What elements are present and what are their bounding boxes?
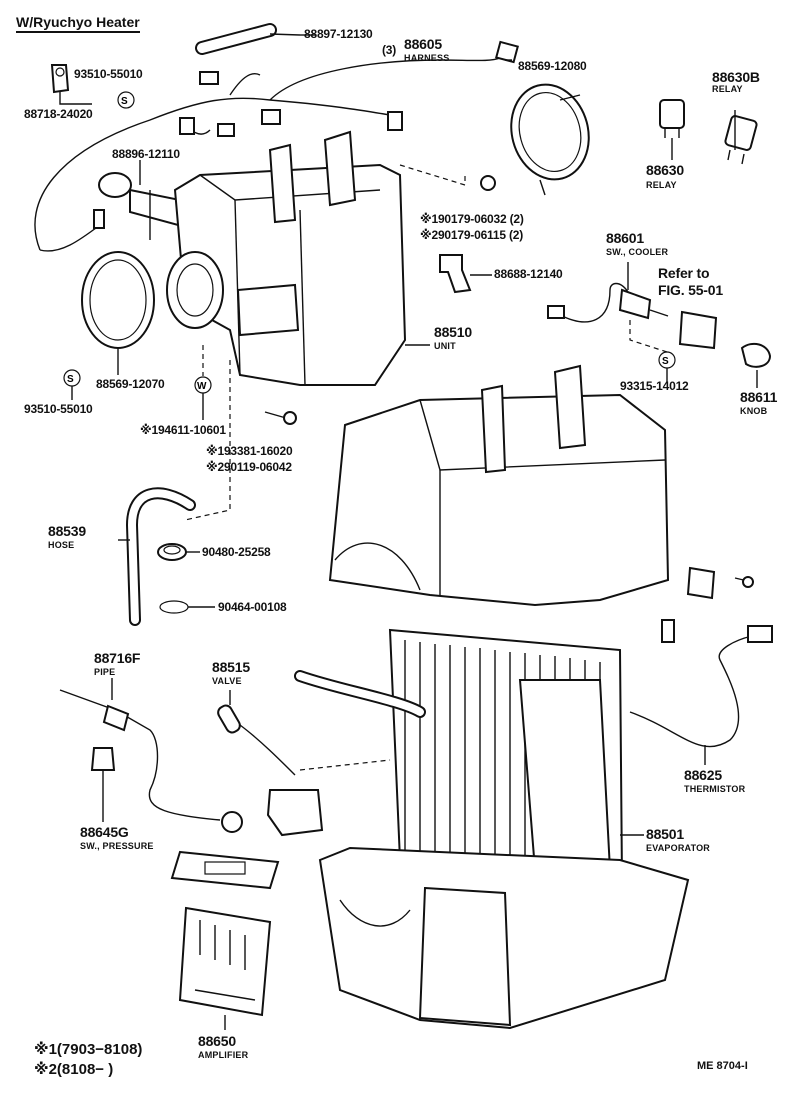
label-90119: ※290119-06042 xyxy=(206,460,292,474)
leader-lines xyxy=(102,34,758,1030)
thermistor-88625 xyxy=(629,625,773,748)
grommet-94611: W xyxy=(184,345,231,521)
label-88716F-name: PIPE xyxy=(94,667,116,677)
clip-88625 xyxy=(661,619,675,643)
switch-88601: S xyxy=(547,282,718,369)
oring-90480 xyxy=(157,543,187,561)
svg-text:W: W xyxy=(197,381,207,392)
label-88605-qty: (3) xyxy=(382,43,397,57)
ring-88569-12070: S xyxy=(63,251,155,400)
label-88630-name: RELAY xyxy=(646,180,677,190)
label-88515: 88515 xyxy=(212,659,250,675)
label-88896: 88896-12110 xyxy=(112,147,180,161)
legend-note-1: ※1(7903−8108) xyxy=(34,1041,143,1058)
hose-88539 xyxy=(125,487,196,626)
label-88611-name: KNOB xyxy=(740,406,768,416)
label-88630: 88630 xyxy=(646,162,684,178)
label-88601-name: SW., COOLER xyxy=(606,247,669,257)
label-88650-name: AMPLIFIER xyxy=(198,1050,249,1060)
label-88515-name: VALVE xyxy=(212,676,242,686)
label-88625: 88625 xyxy=(684,767,722,783)
label-88625-name: THERMISTOR xyxy=(684,784,746,794)
clip-88718: S xyxy=(50,64,135,109)
label-88605-name: HARNESS xyxy=(404,53,450,63)
valve-88515 xyxy=(217,704,391,837)
label-94611: ※194611-10601 xyxy=(140,423,226,437)
diagram-title: W/Ryuchyo Heater xyxy=(16,14,140,33)
tube-88897 xyxy=(195,23,301,55)
bracket-88688 xyxy=(439,254,472,294)
label-88645G-name: SW., PRESSURE xyxy=(80,841,154,851)
relay-88630 xyxy=(659,99,685,138)
evaporator-88501 xyxy=(294,628,624,882)
knob-88611 xyxy=(740,342,772,368)
svg-text:S: S xyxy=(121,96,128,107)
label-88569-12080: 88569-12080 xyxy=(518,59,587,73)
label-88539: 88539 xyxy=(48,523,86,539)
label-88605: 88605 xyxy=(404,36,442,52)
case-upper xyxy=(328,364,754,607)
label-88611: 88611 xyxy=(740,389,778,405)
label-93381: ※193381-16020 xyxy=(206,444,293,458)
label-88501: 88501 xyxy=(646,826,684,842)
harness-wiring xyxy=(34,40,519,252)
label-88501-name: EVAPORATOR xyxy=(646,843,711,853)
gasket xyxy=(170,850,280,890)
relay-88630B xyxy=(724,115,758,165)
nut-90179 xyxy=(399,164,496,191)
clamp-90464 xyxy=(159,600,189,614)
svg-text:S: S xyxy=(67,374,74,385)
case-lower xyxy=(318,846,690,1030)
label-88645G: 88645G xyxy=(80,824,129,840)
screw-93381 xyxy=(264,411,297,425)
label-refer-to: Refer to xyxy=(658,265,710,281)
figure-reference-code: ME 8704-I xyxy=(697,1060,748,1072)
label-90179-2: ※290179-06115 (2) xyxy=(420,228,524,242)
label-88718: 88718-24020 xyxy=(24,107,93,121)
amplifier-88650 xyxy=(178,906,272,1017)
label-93510-bottom: 93510-55010 xyxy=(24,402,93,416)
label-88897: 88897-12130 xyxy=(304,27,373,41)
label-90179-1: ※190179-06032 (2) xyxy=(420,212,524,226)
label-88630B: 88630B xyxy=(712,69,760,85)
label-88601: 88601 xyxy=(606,230,644,246)
pipe-88716F xyxy=(59,689,243,833)
label-88630B-name: RELAY xyxy=(712,84,743,94)
ring-88569-12080 xyxy=(510,83,590,196)
unit-88510 xyxy=(166,130,407,386)
label-refer-fig: FIG. 55-01 xyxy=(658,282,723,298)
label-93510-top: 93510-55010 xyxy=(74,67,143,81)
svg-text:S: S xyxy=(662,356,669,367)
label-88510: 88510 xyxy=(434,324,472,340)
label-88688: 88688-12140 xyxy=(494,267,563,281)
label-88716F: 88716F xyxy=(94,650,141,666)
label-88569-12070: 88569-12070 xyxy=(96,377,165,391)
legend-note-2: ※2(8108− ) xyxy=(34,1061,114,1078)
label-88650: 88650 xyxy=(198,1033,236,1049)
label-93315: 93315-14012 xyxy=(620,379,689,393)
label-90464: 90464-00108 xyxy=(218,600,287,614)
label-88539-name: HOSE xyxy=(48,540,75,550)
label-88510-name: UNIT xyxy=(434,341,456,351)
label-90480: 90480-25258 xyxy=(202,545,271,559)
